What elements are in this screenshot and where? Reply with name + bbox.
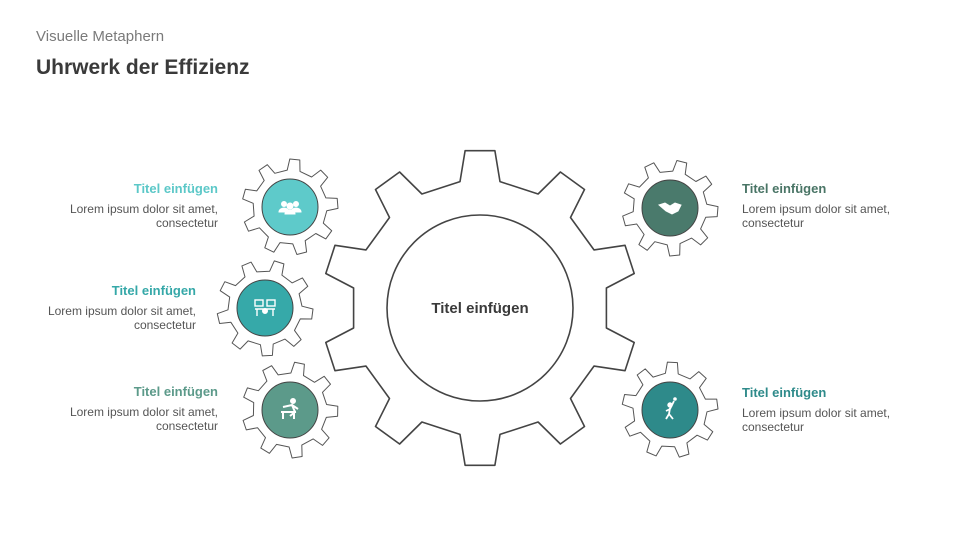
item-title: Titel einfügen	[742, 385, 827, 400]
item-text: Lorem ipsum dolor sit amet, consectetur	[742, 406, 891, 434]
item-text: Lorem ipsum dolor sit amet, consectetur	[47, 304, 196, 332]
athlete-icon	[665, 397, 677, 420]
item-label-2: Titel einfügen Lorem ipsum dolor sit ame…	[16, 283, 196, 333]
item-text: Lorem ipsum dolor sit amet, consectetur	[69, 202, 218, 230]
gear-icon-circle	[261, 381, 319, 439]
item-text: Lorem ipsum dolor sit amet, consectetur	[742, 202, 891, 230]
slide-subtitle: Visuelle Metaphern	[36, 28, 165, 45]
item-label-3: Titel einfügen Lorem ipsum dolor sit ame…	[38, 384, 218, 434]
item-label-4: Titel einfügen Lorem ipsum dolor sit ame…	[742, 181, 922, 231]
main-gear	[325, 149, 635, 467]
item-title: Titel einfügen	[111, 283, 196, 298]
slide-title: Uhrwerk der Effizienz	[36, 56, 250, 79]
item-label-1: Titel einfügen Lorem ipsum dolor sit ame…	[38, 181, 218, 231]
main-gear-hub	[386, 214, 574, 402]
handshake-icon	[658, 202, 682, 215]
item-title: Titel einfügen	[742, 181, 827, 196]
item-title: Titel einfügen	[133, 384, 218, 399]
item-title: Titel einfügen	[133, 181, 218, 196]
team-icon	[278, 201, 302, 215]
hurdle-runner-icon	[281, 398, 299, 419]
item-label-5: Titel einfügen Lorem ipsum dolor sit ame…	[742, 385, 922, 435]
workstation-icon	[254, 299, 276, 316]
item-text: Lorem ipsum dolor sit amet, consectetur	[69, 405, 218, 433]
center-gear-title: Titel einfügen	[431, 300, 529, 317]
